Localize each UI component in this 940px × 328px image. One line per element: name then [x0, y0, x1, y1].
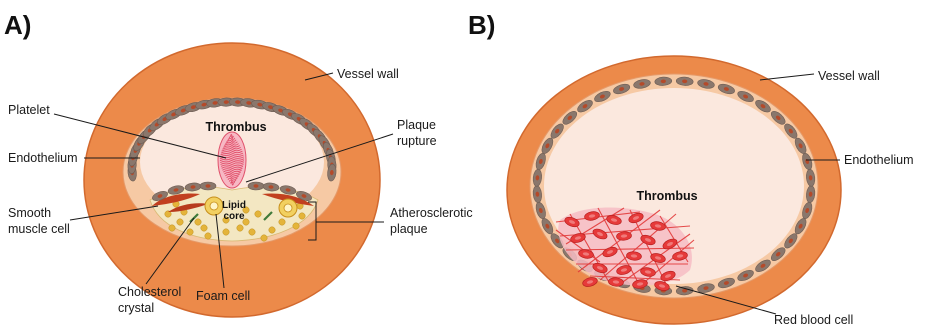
cholesterol-crystal-label-a1: Cholesterol — [118, 285, 181, 299]
thrombus-label-a: Thrombus — [205, 120, 266, 134]
lipid-droplet — [299, 213, 305, 219]
lipid-droplet — [177, 219, 183, 225]
lipid-droplet — [237, 225, 243, 231]
endothelial-cap-cell-nucleus — [206, 184, 211, 187]
panel-a-letter: A) — [4, 10, 31, 40]
lipid-core-label-1: Lipid — [222, 200, 246, 211]
vessel-wall-label-b: Vessel wall — [818, 69, 880, 83]
lipid-droplet — [255, 211, 261, 217]
lipid-droplet — [187, 229, 193, 235]
platelet-thrombus-a — [218, 132, 246, 188]
foam-cell-label-a: Foam cell — [196, 289, 250, 303]
lipid-droplet — [293, 223, 299, 229]
endothelial-cap-cell — [200, 182, 216, 190]
panel-b-letter: B) — [468, 10, 495, 40]
thrombus-label-b: Thrombus — [636, 189, 697, 203]
lipid-droplet — [223, 229, 229, 235]
endothelium-label-a: Endothelium — [8, 151, 78, 165]
lipid-droplet — [249, 229, 255, 235]
atherosclerotic-plaque-label-a2: plaque — [390, 222, 428, 236]
lipid-droplet — [261, 235, 267, 241]
plaque-rupture-label-a2: rupture — [397, 134, 437, 148]
panel-a-vessel: Lipid core Thrombus — [84, 43, 380, 317]
lipid-droplet — [195, 219, 201, 225]
lipid-droplet — [201, 225, 207, 231]
lipid-droplet — [169, 225, 175, 231]
foam-cell-a2-nucleus — [284, 204, 292, 212]
plaque-rupture-label-a1: Plaque — [397, 118, 436, 132]
red-blood-cell-label-b: Red blood cell — [774, 313, 853, 327]
cholesterol-crystal-label-a2: crystal — [118, 301, 154, 315]
panel-b-vessel: Thrombus — [507, 56, 841, 324]
atherosclerotic-plaque-label-a1: Atherosclerotic — [390, 206, 473, 220]
endothelial-cap-cell-nucleus — [254, 184, 259, 187]
endothelial-cap-cell — [248, 182, 264, 190]
platelet-label-a: Platelet — [8, 103, 50, 117]
endothelium-label-b: Endothelium — [844, 153, 914, 167]
vessel-wall-label-a: Vessel wall — [337, 67, 399, 81]
smooth-muscle-label-a1: Smooth — [8, 206, 51, 220]
lipid-core-label-2: core — [223, 211, 245, 222]
lipid-droplet — [269, 227, 275, 233]
lipid-droplet — [279, 219, 285, 225]
lipid-droplet — [205, 233, 211, 239]
leader-vessel-wall-b — [760, 74, 814, 80]
smooth-muscle-label-a2: muscle cell — [8, 222, 70, 236]
foam-cell-a1-nucleus — [210, 202, 218, 210]
